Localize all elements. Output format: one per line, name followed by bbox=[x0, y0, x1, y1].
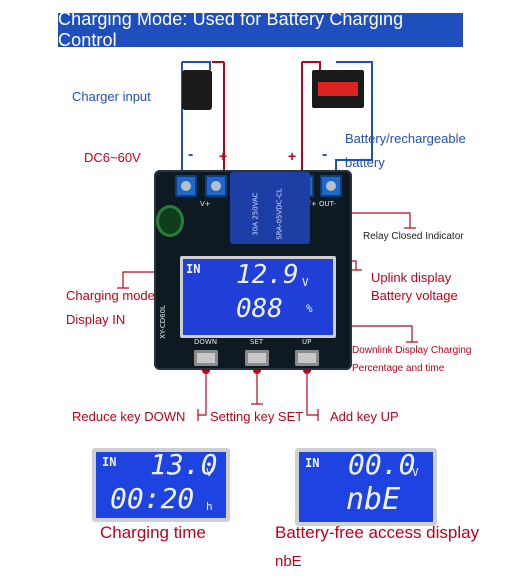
relay-module bbox=[230, 172, 310, 244]
relay-indicator-label: Relay Closed Indicator bbox=[363, 231, 464, 242]
relay-rating-text: 30A 250VAC bbox=[251, 192, 260, 236]
button-set-label: SET bbox=[250, 338, 264, 346]
lcd-display bbox=[180, 256, 336, 338]
charger-device-image bbox=[182, 70, 212, 110]
battery-label-line2: battery bbox=[345, 155, 385, 170]
battery-label-line1: Battery/rechargeable bbox=[345, 131, 466, 146]
charging-display-voltage-unit: V bbox=[206, 466, 213, 479]
charging-mode-label: Charging mode bbox=[66, 288, 155, 303]
capacitor bbox=[156, 205, 184, 237]
lcd-mode-indicator: IN bbox=[186, 262, 201, 276]
lcd-percent-unit: % bbox=[306, 302, 313, 315]
charging-display-voltage: 13.0 bbox=[150, 448, 218, 481]
charger-minus-sign: - bbox=[188, 146, 194, 163]
page-title-banner: Charging Mode: Used for Battery Charging… bbox=[58, 9, 463, 50]
button-up-label: UP bbox=[302, 338, 312, 346]
charger-input-label: Charger input bbox=[72, 89, 151, 104]
button-down-label: DOWN bbox=[194, 338, 218, 346]
lcd-voltage-value: 12.9 bbox=[236, 260, 299, 290]
terminal-right-text: OUT+ OUT- bbox=[296, 200, 336, 208]
board-model-text: XY-CD60L bbox=[158, 305, 167, 339]
battery-minus-sign: - bbox=[322, 146, 328, 163]
nobattery-display-voltage-unit: V bbox=[412, 466, 419, 479]
display-in-label: Display IN bbox=[66, 312, 126, 327]
set-button[interactable] bbox=[245, 350, 269, 366]
battery-device-image bbox=[312, 70, 364, 108]
lcd-percent-value: 088 bbox=[236, 294, 283, 324]
battery-sticker bbox=[318, 82, 358, 96]
charging-display-mode: IN bbox=[102, 455, 117, 469]
relay-model-text: SRA-05VDC-CL bbox=[275, 188, 284, 240]
terminal-outminus bbox=[320, 175, 342, 197]
battery-free-label-line2: nbE bbox=[275, 553, 302, 570]
charger-plus-sign: + bbox=[219, 148, 228, 164]
battery-free-label-line1: Battery-free access display bbox=[275, 523, 480, 542]
downlink-label-line1: Downlink Display Charging bbox=[352, 345, 472, 356]
reduce-key-label: Reduce key DOWN bbox=[72, 409, 186, 424]
lcd-voltage-unit: V bbox=[302, 276, 309, 289]
uplink-label-line2: Battery voltage bbox=[371, 288, 458, 303]
battery-plus-sign: + bbox=[288, 148, 297, 164]
up-button[interactable] bbox=[295, 350, 319, 366]
charging-display-time-unit: h bbox=[206, 500, 213, 513]
page-title: Charging Mode: Used for Battery Charging… bbox=[58, 9, 404, 50]
charging-display-time: 00:20 bbox=[110, 482, 195, 515]
terminal-vminus bbox=[175, 175, 197, 197]
battery-free-display bbox=[295, 448, 437, 526]
downlink-label-line2: Percentage and time bbox=[352, 363, 445, 374]
add-key-label: Add key UP bbox=[330, 409, 399, 424]
charging-time-label: Charging time bbox=[100, 523, 206, 542]
nobattery-display-voltage: 00.0 bbox=[348, 448, 416, 481]
terminal-left-text: V+ bbox=[200, 200, 211, 208]
setting-key-label: Setting key SET bbox=[210, 409, 304, 424]
down-button[interactable] bbox=[194, 350, 218, 366]
nobattery-display-status: nbE bbox=[346, 482, 401, 517]
nobattery-display-mode: IN bbox=[305, 456, 320, 470]
dc-range-label: DC6~60V bbox=[84, 150, 141, 165]
uplink-label-line1: Uplink display bbox=[371, 270, 452, 285]
terminal-vplus bbox=[205, 175, 227, 197]
charging-time-display bbox=[92, 448, 230, 522]
